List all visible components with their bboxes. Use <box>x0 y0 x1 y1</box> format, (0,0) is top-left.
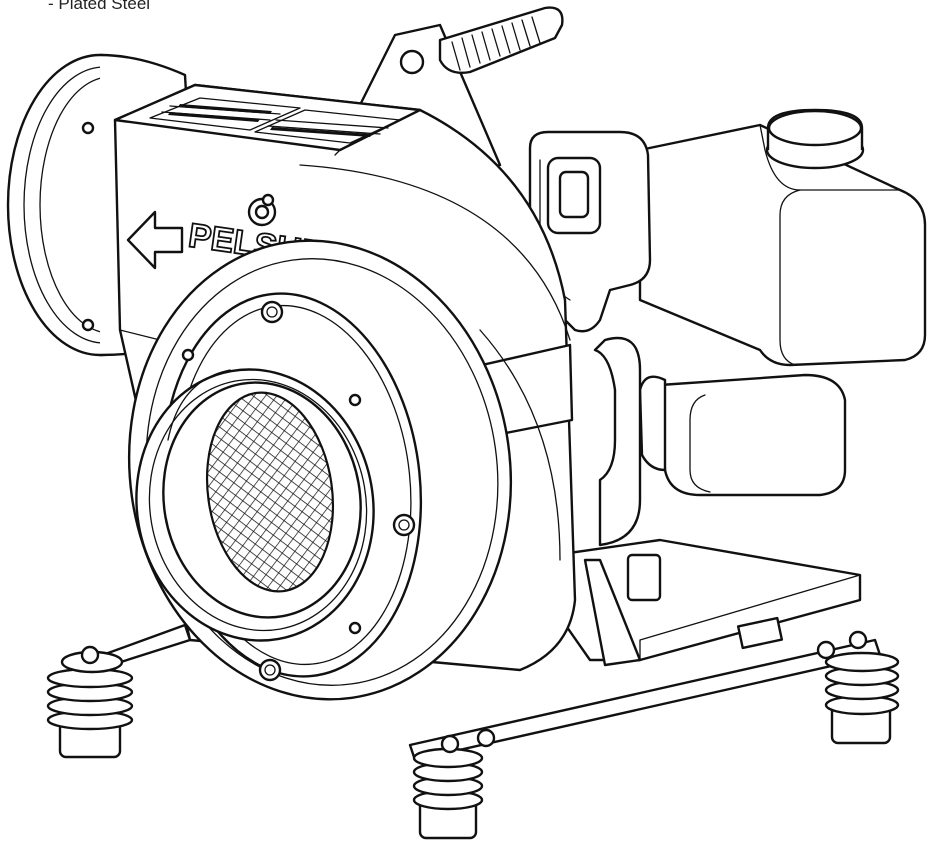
spring-foot-left <box>46 645 134 759</box>
lift-hole <box>399 49 425 75</box>
spring-foot-right <box>816 630 900 745</box>
flange-bolt-icon <box>181 348 195 362</box>
bolt-icon <box>848 630 868 650</box>
bolt-icon <box>816 640 836 660</box>
flange-bolt-icon <box>348 621 362 635</box>
base-frame <box>73 538 882 762</box>
fuel-tank <box>638 108 927 367</box>
airflow-arrow-icon <box>126 210 184 270</box>
intake-screen <box>205 391 335 593</box>
carry-handle <box>353 6 564 172</box>
base-slot <box>736 616 784 650</box>
flange-bolt-icon <box>392 513 416 537</box>
spring-foot-center <box>412 728 496 840</box>
flange-bolt-icon <box>260 300 284 324</box>
bolt-icon <box>476 728 496 748</box>
flange-bolt-icon <box>258 658 282 682</box>
air-filter <box>638 373 847 497</box>
flange-bolt-icon <box>348 393 362 407</box>
bolt-icon <box>80 645 100 665</box>
mount-block <box>626 553 662 602</box>
handle-grip <box>438 6 564 74</box>
bolt-icon <box>440 734 460 754</box>
caption-text: - Plated Steel <box>48 0 151 13</box>
intake-assembly <box>127 239 513 701</box>
engine-pipe <box>593 336 642 547</box>
